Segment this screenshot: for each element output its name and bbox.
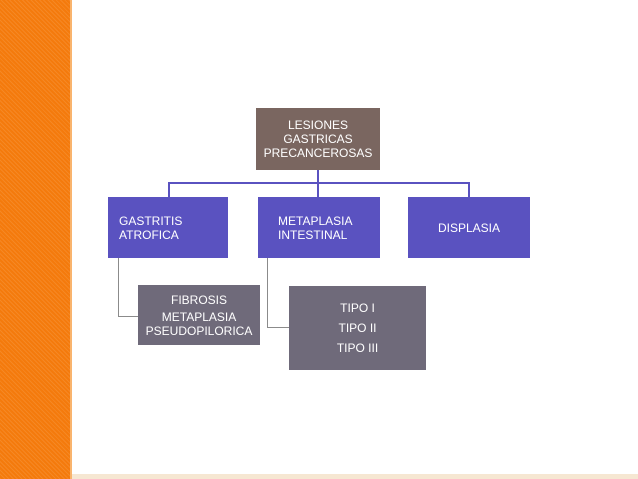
connector-root-down (317, 170, 319, 183)
root-node-label: LESIONES GASTRICAS PRECANCEROSAS (263, 118, 373, 160)
connector-child-3 (468, 182, 470, 198)
connector-child-2 (317, 182, 319, 198)
node-metaplasia-label: METAPLASIA INTESTINAL (278, 213, 353, 242)
connector-gastritis-detail-horizontal (118, 316, 138, 317)
node-displasia: DISPLASIA (408, 197, 530, 258)
detail-item-tipo-2: TIPO II (338, 321, 377, 335)
node-gastritis-label: GASTRITIS ATROFICA (119, 213, 183, 242)
node-gastritis-atrofica: GASTRITIS ATROFICA (108, 197, 228, 258)
detail-metaplasia-intestinal: TIPO I TIPO II TIPO III (289, 286, 426, 370)
detail-item-tipo-3: TIPO III (336, 341, 379, 355)
node-displasia-label: DISPLASIA (437, 220, 501, 235)
connector-horizontal (168, 182, 470, 184)
detail-gastritis-atrofica: FIBROSIS METAPLASIA PSEUDOPILORICA (138, 285, 260, 345)
root-node-lesiones-gastricas: LESIONES GASTRICAS PRECANCEROSAS (256, 108, 380, 170)
detail-item-fibrosis: FIBROSIS (170, 292, 227, 307)
connector-metaplasia-detail-vertical (267, 258, 268, 327)
node-metaplasia-intestinal: METAPLASIA INTESTINAL (258, 197, 380, 258)
connector-child-1 (168, 182, 170, 198)
detail-item-metaplasia-pseudopilorica: METAPLASIA PSEUDOPILORICA (145, 309, 253, 338)
bottom-border (72, 474, 638, 479)
orange-side-stripe (0, 0, 70, 479)
detail-item-tipo-1: TIPO I (340, 301, 375, 315)
stripe-edge (70, 0, 72, 479)
connector-metaplasia-detail-horizontal (267, 327, 289, 328)
connector-gastritis-detail-vertical (118, 258, 119, 316)
